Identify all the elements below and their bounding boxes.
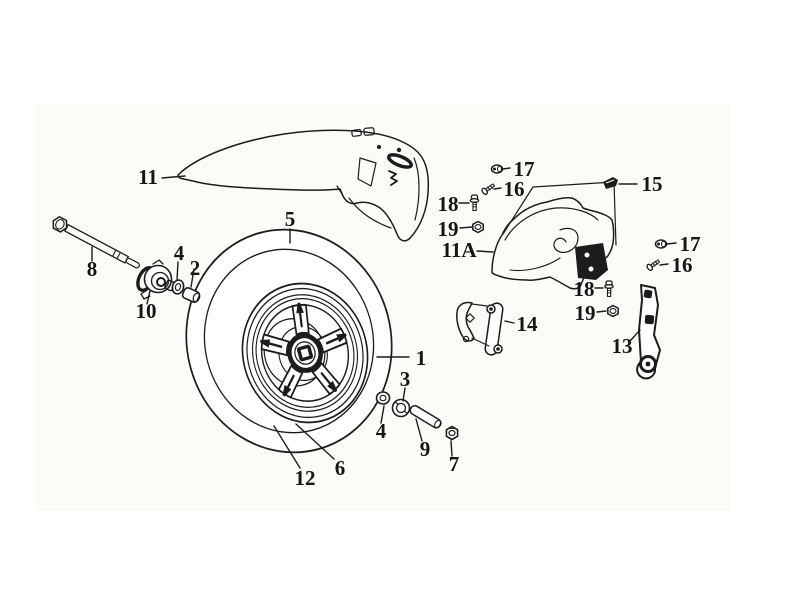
- rim-band-part-6: [251, 294, 359, 412]
- part-label-18-right: 18: [574, 277, 595, 301]
- part-labels: 11 5 8 10 4 2 1 3 4 9 7 12 6 11A 15 17 1…: [87, 157, 701, 490]
- speedometer-gear-part-10: [136, 259, 176, 300]
- part-label-19-left: 19: [438, 217, 459, 241]
- bracket-part-13: [636, 284, 661, 380]
- part-label-4b: 4: [376, 419, 387, 443]
- clip-part-15: [603, 177, 618, 189]
- axle-nut-part-3: [391, 398, 411, 418]
- bracket-part-14: [456, 301, 504, 356]
- nut-part-19-right: [607, 304, 619, 318]
- part-label-17-left: 17: [514, 157, 535, 181]
- part-label-7: 7: [449, 452, 460, 476]
- mudguard-bracket: [575, 243, 608, 280]
- part-label-18-left: 18: [438, 192, 459, 216]
- leader-lines: [91, 167, 677, 469]
- part-label-9: 9: [420, 437, 431, 461]
- part-label-6: 6: [335, 456, 346, 480]
- spacer-part-4-left: [171, 279, 185, 295]
- bolt-part-17-left: [490, 164, 504, 174]
- part-label-8: 8: [87, 257, 98, 281]
- screw-part-16-right: [646, 259, 661, 272]
- front-fender-part-11: [177, 127, 430, 242]
- fender-slot: [386, 153, 414, 169]
- part-label-19-right: 19: [575, 301, 596, 325]
- part-label-1: 1: [416, 346, 427, 370]
- part-label-4a: 4: [174, 241, 185, 265]
- part-label-10: 10: [136, 299, 157, 323]
- part-label-16-right: 16: [672, 253, 693, 277]
- bolt-part-17-right: [654, 239, 668, 249]
- bolt-part-18-left: [469, 194, 480, 212]
- part-label-16-left: 16: [504, 177, 525, 201]
- part-label-11a: 11A: [441, 238, 477, 262]
- part-label-5: 5: [285, 207, 296, 231]
- part-label-15: 15: [642, 172, 663, 196]
- part-label-12: 12: [295, 466, 316, 490]
- screw-part-16-left: [481, 183, 496, 196]
- spacer-part-4-right: [375, 391, 391, 405]
- part-label-13: 13: [612, 334, 633, 358]
- mudguard-part-11a: [491, 181, 617, 290]
- nut-part-19-left: [472, 220, 484, 234]
- wheel-rim-part-1: [241, 282, 369, 424]
- part-label-14: 14: [517, 312, 539, 336]
- spoke-tips: [260, 302, 347, 397]
- part-label-11: 11: [138, 165, 158, 189]
- part-label-2: 2: [190, 256, 201, 280]
- rim-band-part-12: [255, 298, 355, 408]
- nut-part-7: [445, 425, 459, 441]
- part-label-17-right: 17: [680, 232, 701, 256]
- front-axle-part-8: [52, 215, 140, 269]
- part-label-3: 3: [400, 367, 411, 391]
- mounting-wireframe: [502, 181, 617, 246]
- axle-hole: [300, 348, 310, 358]
- bolt-part-18-right: [604, 280, 614, 298]
- pin-part-9: [409, 404, 442, 429]
- collar-part-2: [181, 287, 201, 303]
